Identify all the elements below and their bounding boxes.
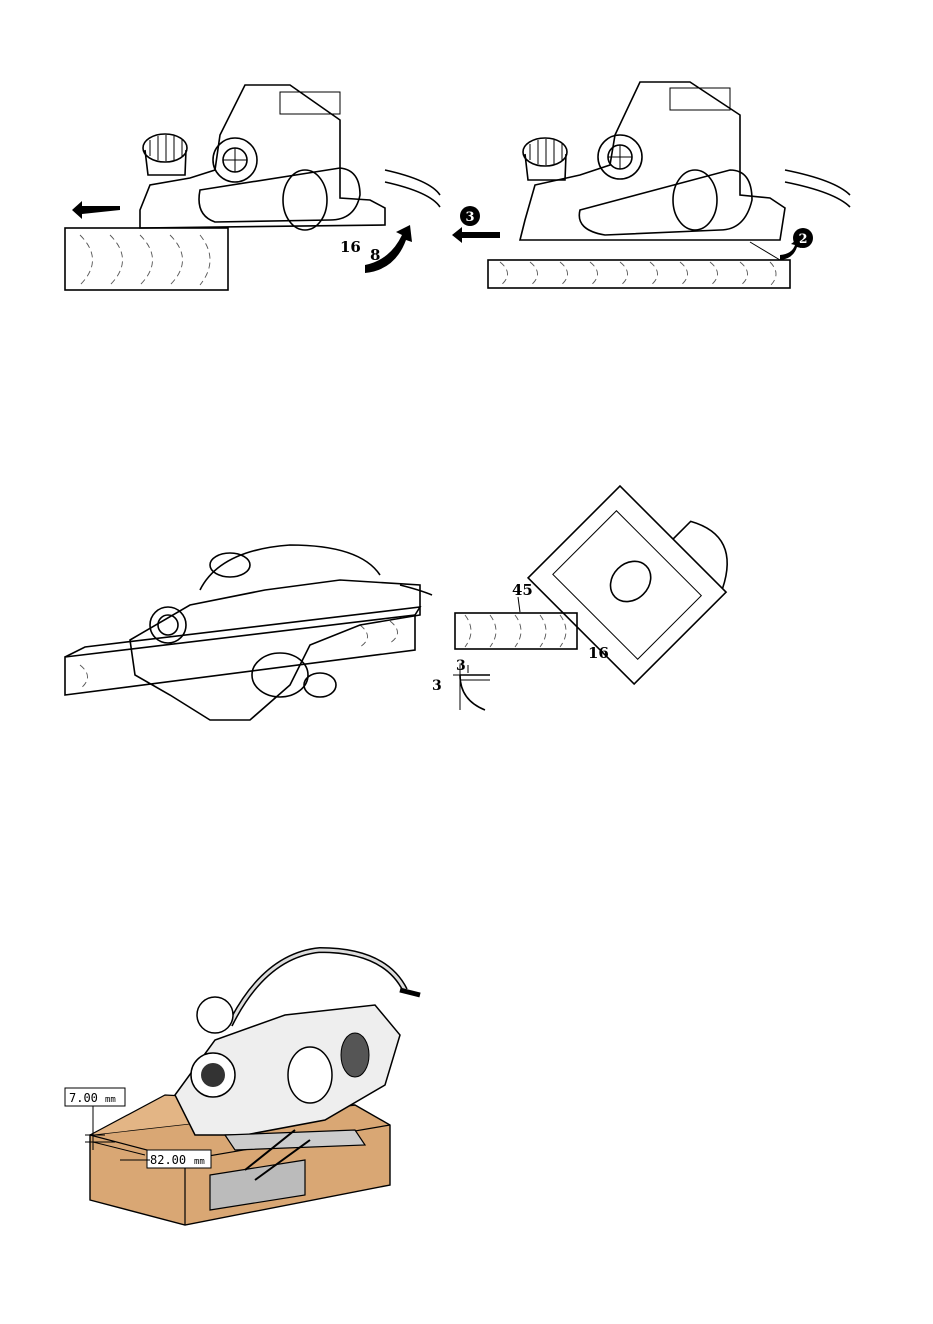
wood-workpiece (488, 260, 790, 288)
wood-workpiece (455, 613, 577, 649)
figure-chamfer-45-degree: 45 16 3 3 (420, 475, 740, 715)
part-16-label: 16 (340, 238, 361, 256)
dimension-vertical-label: 3 (432, 678, 442, 694)
wood-workpiece (65, 607, 420, 695)
dimension-horizontal-label: 3 (456, 658, 466, 674)
angle-label: 45 (512, 581, 533, 599)
arrow-left-icon (452, 227, 500, 243)
curved-arrow-icon (780, 238, 801, 260)
arrow-left-icon (72, 201, 120, 219)
depth-unit: mm (105, 1095, 116, 1105)
figure-planer-side-moving-left: 16 8 (40, 60, 460, 310)
figure-planer-side-numbered-steps: 3 2 (440, 60, 880, 310)
planer-body (528, 462, 750, 684)
notch-detail: 3 3 (432, 658, 490, 710)
planer-body (175, 950, 420, 1135)
step-3-label: 3 (465, 210, 474, 225)
depth-knob (143, 134, 187, 175)
planer-body (130, 545, 432, 720)
wood-workpiece (65, 228, 228, 290)
depth-knob (523, 138, 567, 180)
width-unit: mm (194, 1157, 205, 1167)
width-value: 82.00 (150, 1153, 186, 1167)
figure-planer-with-fence-dimensions: 7.00 mm 82.00 mm (55, 935, 435, 1235)
depth-value: 7.00 (69, 1091, 98, 1105)
figure-planer-three-quarter-view (60, 535, 440, 735)
part-16-label: 16 (588, 644, 609, 662)
